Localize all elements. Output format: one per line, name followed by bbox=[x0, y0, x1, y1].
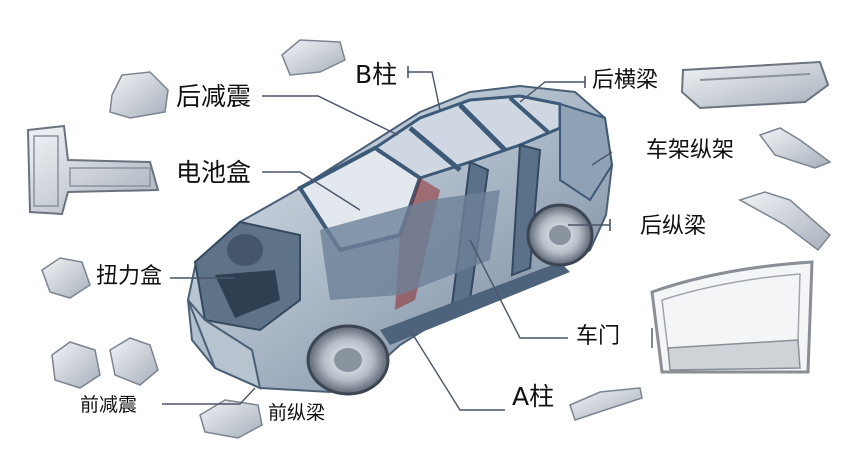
label-b-pillar: B柱 bbox=[355, 60, 398, 89]
part-rear-rail bbox=[738, 191, 832, 252]
label-door: 车门 bbox=[576, 324, 621, 349]
leader-ticks bbox=[407, 66, 611, 231]
label-rear-shock: 后减震 bbox=[176, 82, 252, 111]
label-front-rail: 前纵梁 bbox=[268, 402, 326, 424]
label-rear-crossbeam: 后横梁 bbox=[592, 68, 659, 93]
label-frame-rail: 车架纵架 bbox=[646, 138, 735, 163]
label-front-shock: 前减震 bbox=[80, 394, 138, 416]
label-torque-box: 扭力盒 bbox=[96, 264, 163, 289]
label-a-pillar: A柱 bbox=[512, 382, 555, 411]
part-frame-rail bbox=[758, 127, 832, 169]
part-rear-shock bbox=[109, 71, 169, 119]
part-torque-box bbox=[41, 257, 91, 299]
part-a-pillar bbox=[569, 387, 643, 421]
door-frame-part bbox=[650, 260, 814, 374]
label-rear-rail: 后纵梁 bbox=[640, 214, 707, 239]
car-body-frame bbox=[186, 84, 614, 396]
part-rear-crossbeam bbox=[680, 60, 830, 110]
leader-lines bbox=[162, 71, 653, 411]
label-battery-box: 电池盒 bbox=[176, 158, 252, 187]
part-front-shock bbox=[51, 337, 159, 389]
part-rear-shock-top bbox=[281, 39, 346, 76]
part-battery-box bbox=[26, 124, 160, 216]
part-front-rail bbox=[199, 399, 263, 439]
